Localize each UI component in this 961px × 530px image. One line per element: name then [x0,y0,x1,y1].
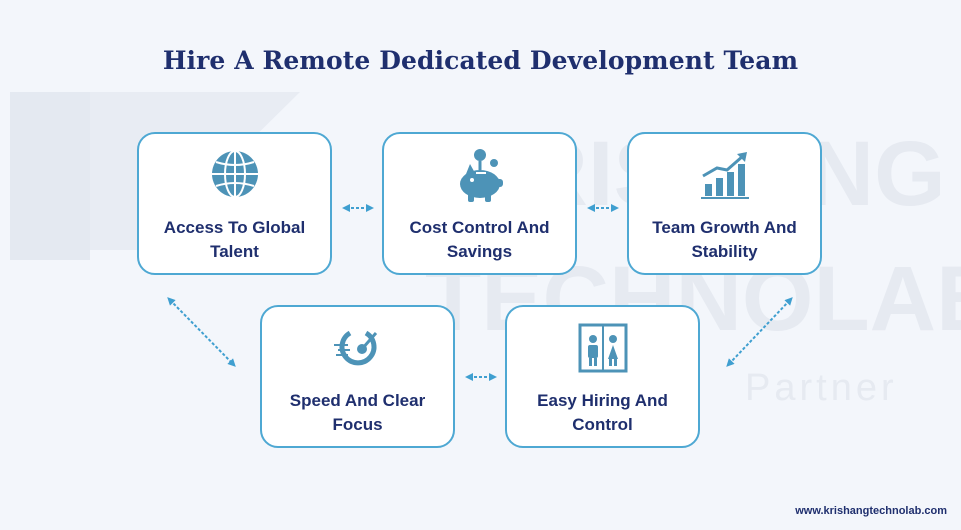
card-speed-focus: Speed And Clear Focus [260,305,455,448]
globe-icon [211,150,258,198]
growth-chart-icon [698,150,751,202]
card-easy-hiring: Easy Hiring And Control [505,305,700,448]
card-label: Speed And Clear Focus [289,391,426,434]
card-team-growth: Team Growth And Stability [627,132,822,275]
card-cost-control: Cost Control And Savings [382,132,577,275]
page-title: Hire A Remote Dedicated Development Team [162,46,799,75]
card-global-talent: Access To Global Talent [137,132,332,275]
piggy-bank-icon [459,149,503,202]
card-label: Cost Control And Savings [409,218,550,261]
card-label: Team Growth And Stability [652,218,797,261]
target-speed-icon [329,321,386,377]
card-label: Access To Global Talent [163,218,306,261]
website-url[interactable]: www.krishangtechnolab.com [795,505,947,517]
card-label: Easy Hiring And Control [537,391,668,434]
people-board-icon [578,323,627,373]
watermark-line3: Partner [745,367,898,409]
